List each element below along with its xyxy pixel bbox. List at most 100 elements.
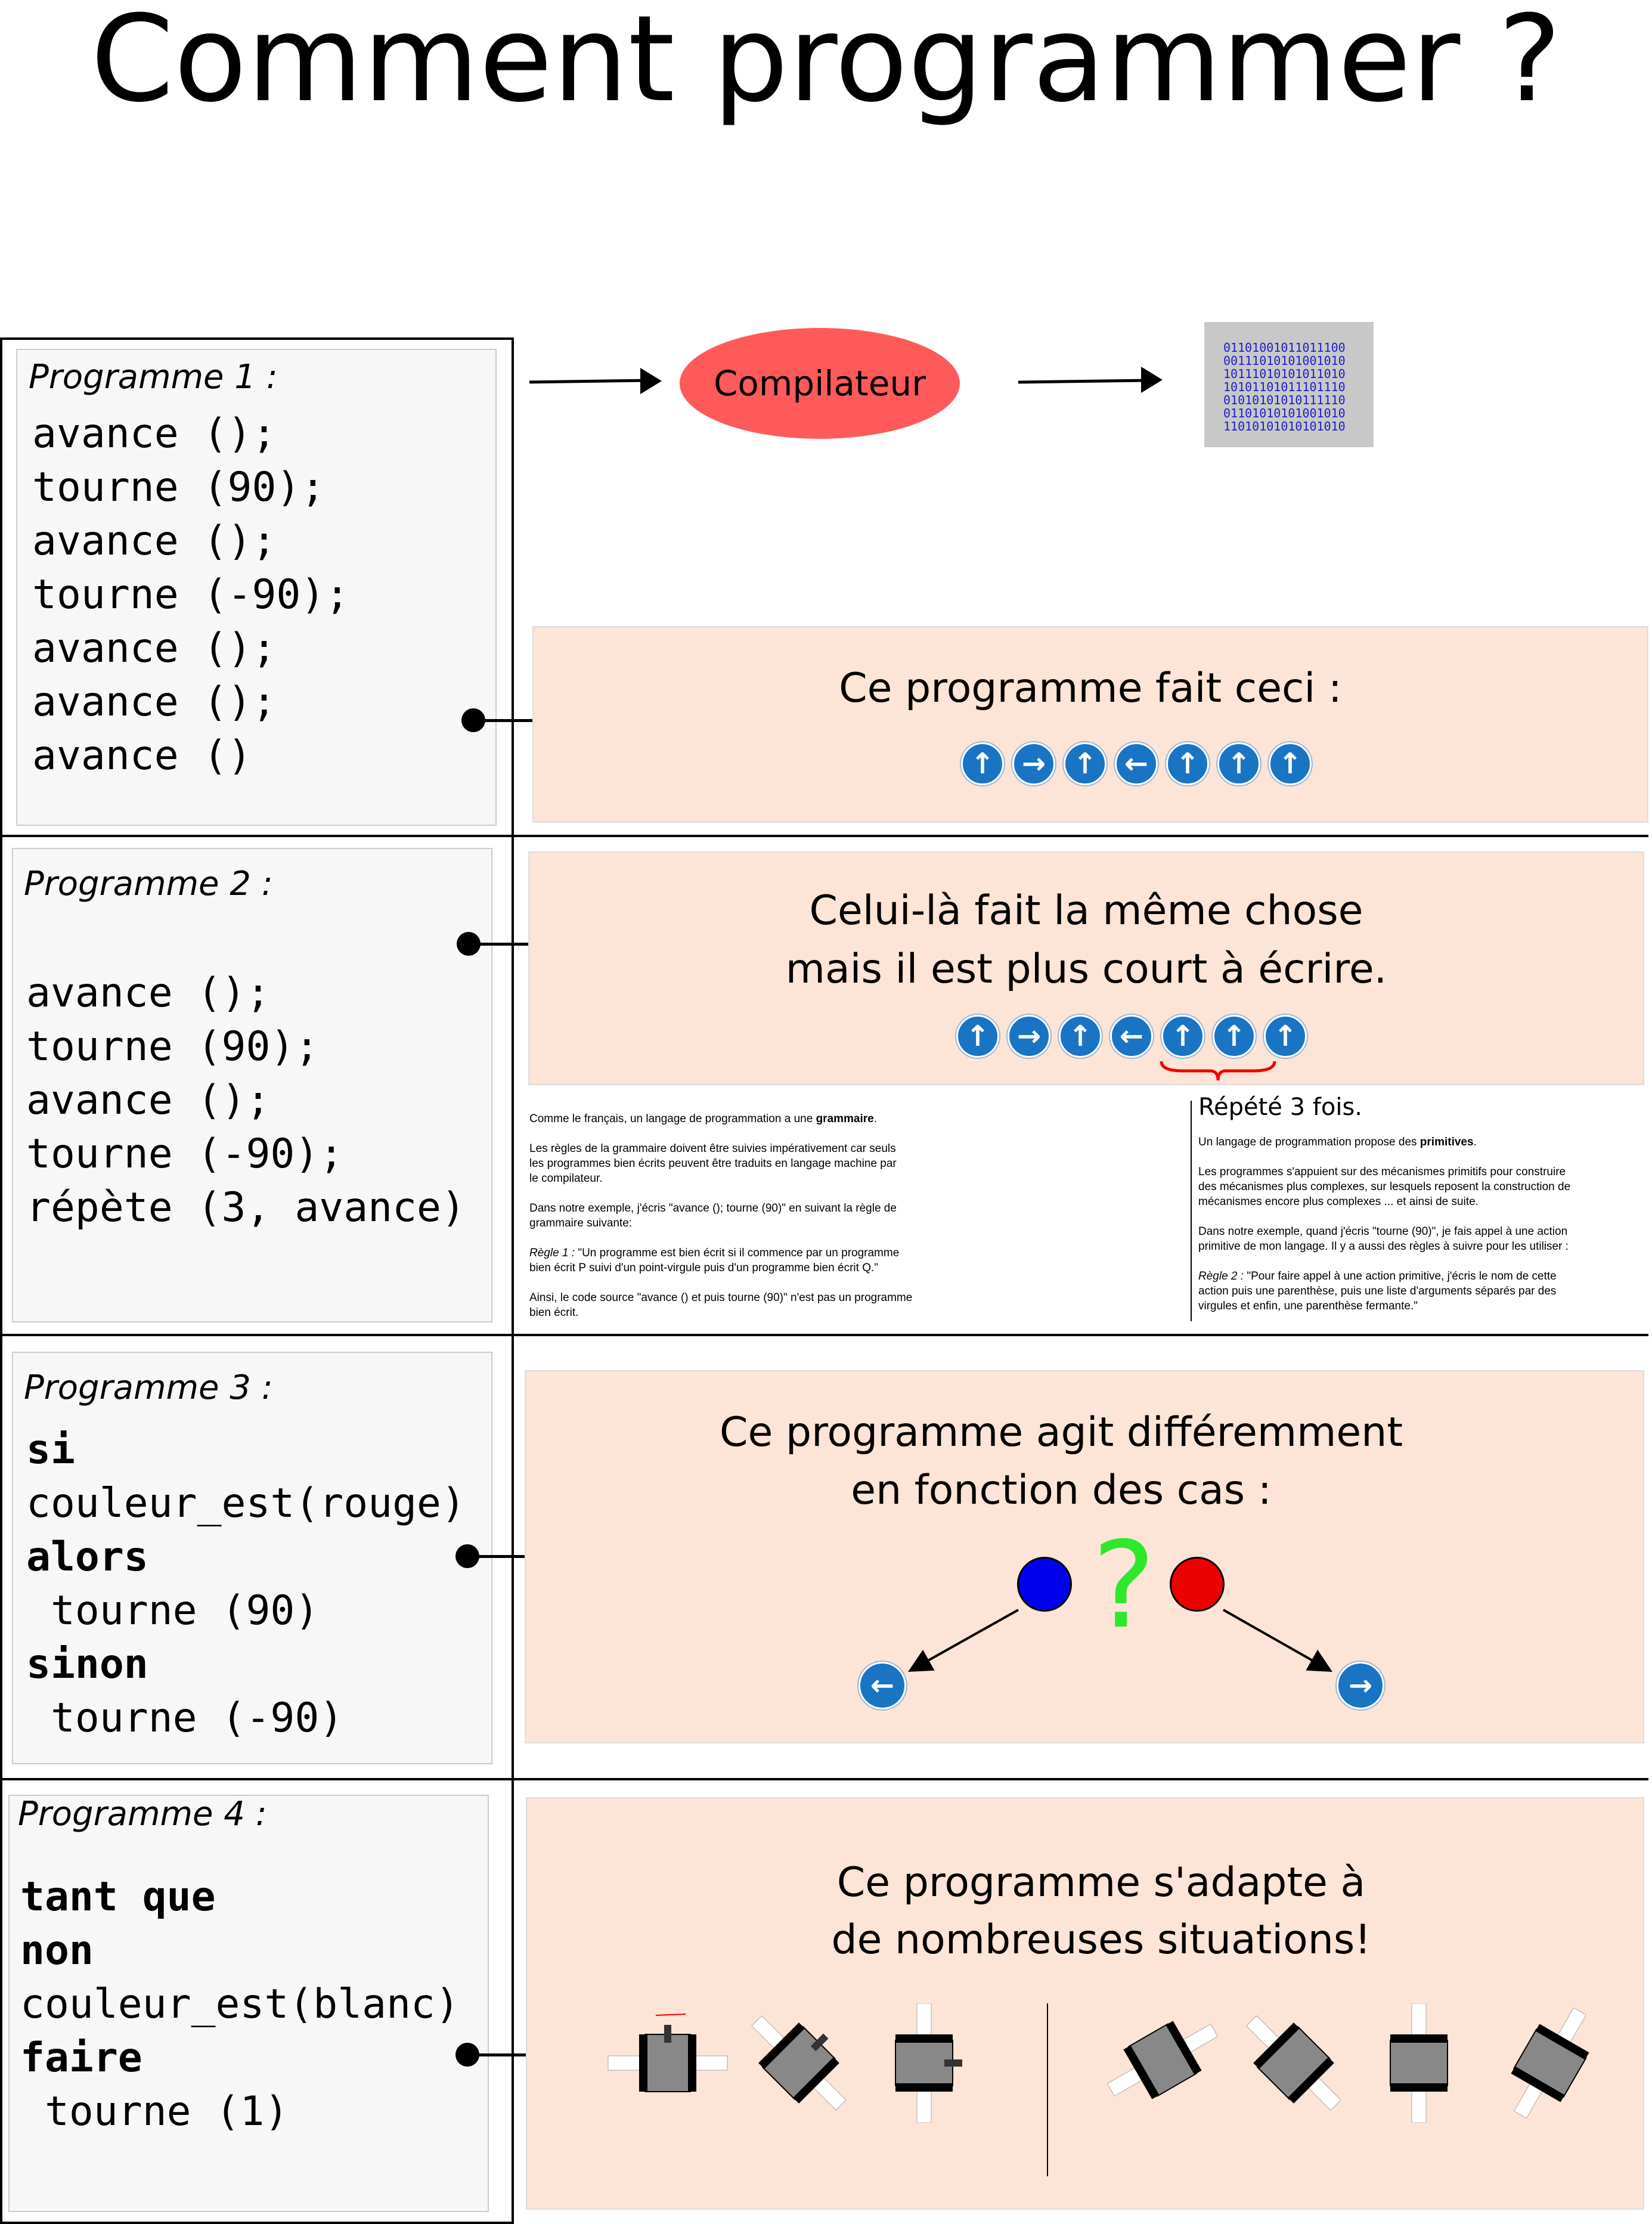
row-divider-3 bbox=[0, 1778, 1648, 1780]
panel-1-icon-row: ↑→↑←↑↑↑ bbox=[961, 742, 1312, 785]
panel-4-line-1: Ce programme s'adapte à bbox=[836, 1859, 1366, 1906]
up-arrow-icon: ↑ bbox=[961, 742, 1004, 785]
primitives-intro: Un langage de programmation propose des … bbox=[1198, 1135, 1570, 1150]
panel-4-divider bbox=[1047, 2003, 1048, 2176]
up-arrow-icon: ↑ bbox=[1217, 742, 1260, 785]
program-3-label: Programme 3 : bbox=[24, 1368, 273, 1407]
robot-sequence-right bbox=[1107, 2003, 1589, 2123]
program-4-label: Programme 4 : bbox=[18, 1795, 267, 1833]
up-arrow-icon: ↑ bbox=[1166, 742, 1209, 785]
right-arrow-icon: → bbox=[1337, 1662, 1384, 1709]
right-arrow-icon: → bbox=[1012, 742, 1055, 785]
primitives-intro-end: . bbox=[1473, 1136, 1477, 1148]
primitives-intro-text: Un langage de programmation propose des bbox=[1198, 1136, 1420, 1148]
code-line: alors bbox=[26, 1534, 148, 1581]
compiler-ellipse: Compilateur bbox=[680, 328, 960, 439]
robot-tank-5 bbox=[1246, 2015, 1341, 2111]
panel-2-line-2: mais il est plus court à écrire. bbox=[785, 946, 1387, 993]
page-title: Comment programmer ? bbox=[91, 0, 1561, 129]
connector-line bbox=[467, 1555, 550, 1558]
right-arrow-icon: → bbox=[1008, 1015, 1050, 1058]
robot-sequence-left bbox=[608, 2003, 962, 2123]
grammar-conclusion: Ainsi, le code source "avance () et puis… bbox=[529, 1291, 913, 1319]
panel-1-text: Ce programme fait ceci : bbox=[839, 665, 1342, 712]
code-line: avance (); bbox=[32, 518, 277, 565]
question-mark: ? bbox=[1092, 1516, 1156, 1655]
primitives-example-paragraph: Dans notre exemple, quand j'écris "tourn… bbox=[1198, 1225, 1569, 1253]
binary-row: 10101101011101110 bbox=[1223, 380, 1346, 394]
explanation-left: Comme le français, un langage de program… bbox=[529, 1111, 912, 1335]
binary-row: 11010101010101010 bbox=[1223, 419, 1346, 433]
up-arrow-icon: ↑ bbox=[1059, 1015, 1102, 1058]
robot-tank-7 bbox=[1511, 2007, 1589, 2119]
arrow-head bbox=[640, 368, 662, 394]
up-arrow-icon: ↑ bbox=[1161, 1015, 1204, 1058]
repeat-label: Répété 3 fois. bbox=[1198, 1094, 1362, 1121]
code-line: tourne (-90); bbox=[26, 1130, 344, 1178]
panel-3-line-1: Ce programme agit différemment bbox=[719, 1409, 1403, 1456]
panel-4 bbox=[526, 1797, 1644, 2210]
arrow-to-compiler bbox=[529, 379, 644, 384]
code-line: couleur_est(rouge) bbox=[26, 1480, 466, 1527]
code-line: avance (); bbox=[32, 625, 277, 672]
frame-top-border bbox=[0, 337, 514, 340]
binary-row: 00111010101001010 bbox=[1223, 354, 1346, 368]
code-line: tourne (-90); bbox=[32, 571, 350, 618]
explanation-right: Un langage de programmation propose des … bbox=[1198, 1135, 1570, 1328]
program-1-code: avance ();tourne (90);avance ();tourne (… bbox=[32, 407, 349, 783]
panel-2-line-1: Celui-là fait la même chose bbox=[809, 887, 1363, 934]
panel-3-line-2: en fonction des cas : bbox=[851, 1467, 1272, 1514]
grammar-rules-paragraph: Les règles de la grammaire doivent être … bbox=[529, 1142, 897, 1185]
rule-2-text: "Pour faire appel à une action primitive… bbox=[1198, 1270, 1557, 1312]
row-divider-1 bbox=[0, 835, 1648, 837]
rule-2-label: Règle 2 : bbox=[1198, 1270, 1244, 1283]
grammar-keyword: grammaire bbox=[816, 1113, 874, 1125]
binary-row: 01101001011011100 bbox=[1223, 340, 1346, 355]
left-arrow-icon: ← bbox=[1110, 1015, 1153, 1058]
code-line: avance (); bbox=[32, 410, 277, 457]
code-line: tant que bbox=[20, 1873, 216, 1921]
grammar-intro: Comme le français, un langage de program… bbox=[529, 1111, 912, 1126]
repeat-brace bbox=[1160, 1061, 1276, 1081]
program-1-label: Programme 1 : bbox=[29, 358, 278, 397]
program-2-label: Programme 2 : bbox=[24, 865, 273, 903]
arrow-to-binary bbox=[1018, 379, 1146, 384]
up-arrow-icon: ↑ bbox=[1269, 742, 1312, 785]
robot-tank-2 bbox=[751, 2015, 847, 2111]
binary-row: 10111010101011010 bbox=[1223, 367, 1346, 381]
grammar-example-paragraph: Dans notre exemple, j'écris "avance (); … bbox=[529, 1202, 897, 1229]
grammar-intro-end: . bbox=[873, 1113, 878, 1125]
code-line: tourne (1) bbox=[20, 2088, 289, 2135]
program-1-box bbox=[16, 349, 497, 826]
panel-3 bbox=[525, 1370, 1644, 1743]
repeat-brace-path bbox=[1160, 1061, 1276, 1081]
panel-2-icon-row: ↑→↑←↑↑↑ bbox=[956, 1015, 1307, 1058]
grammar-rule-1: Règle 1 : "Un programme est bien écrit s… bbox=[529, 1246, 912, 1275]
frame-bottom-border bbox=[0, 2222, 514, 2224]
red-circle bbox=[1170, 1557, 1225, 1612]
left-arrow-icon: ← bbox=[858, 1662, 906, 1709]
connector-line bbox=[473, 719, 554, 722]
code-line: répète (3, avance) bbox=[26, 1184, 466, 1231]
arrow-head bbox=[1141, 367, 1163, 393]
frame-left-border bbox=[0, 337, 2, 2224]
binary-row: 01010101010111110 bbox=[1223, 393, 1346, 407]
robot-tank-3 bbox=[895, 2003, 962, 2123]
rule-1-label: Règle 1 : bbox=[529, 1247, 575, 1259]
row-divider-2 bbox=[0, 1334, 1648, 1336]
blue-circle bbox=[1017, 1557, 1072, 1612]
code-line: avance (); bbox=[26, 1077, 271, 1124]
panel-1 bbox=[532, 626, 1648, 823]
code-line: sinon bbox=[26, 1641, 148, 1688]
robot-tank-6 bbox=[1390, 2003, 1448, 2123]
text-divider bbox=[1191, 1101, 1192, 1321]
code-line: avance (); bbox=[32, 679, 277, 726]
code-line: avance (); bbox=[26, 969, 271, 1017]
code-line: tourne (90); bbox=[26, 1023, 320, 1070]
grammar-intro-text: Comme le français, un langage de program… bbox=[529, 1113, 816, 1125]
connector-line bbox=[467, 2053, 550, 2056]
right-branch-arrow bbox=[1223, 1609, 1332, 1672]
